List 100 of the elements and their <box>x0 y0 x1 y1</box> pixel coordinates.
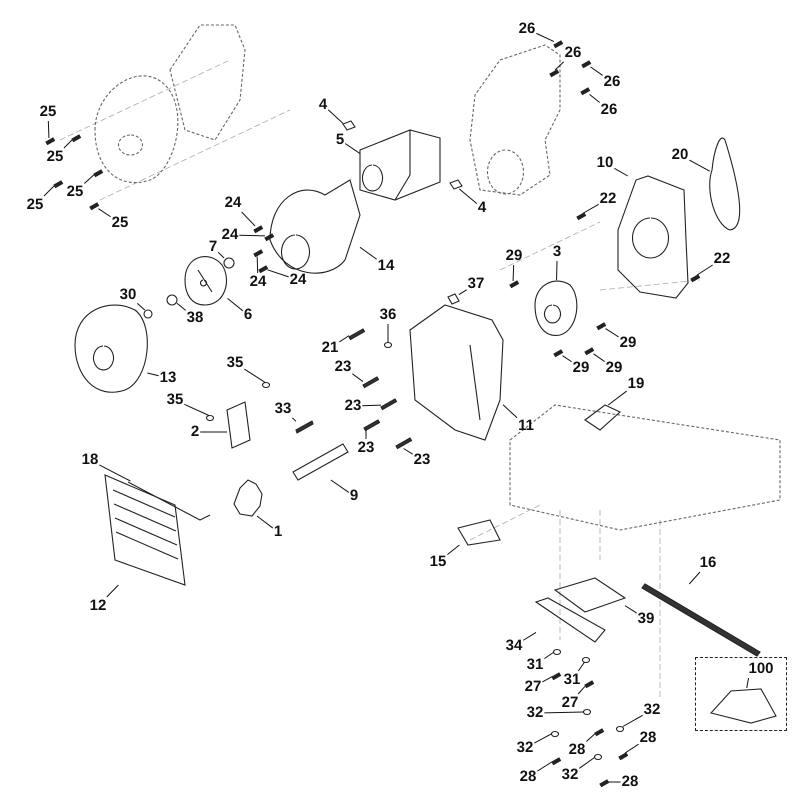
leader-line <box>589 94 600 104</box>
clip-drawing <box>457 519 501 546</box>
screw-drawing <box>509 280 520 288</box>
leader-line <box>522 632 536 641</box>
grille-drawing <box>104 474 186 586</box>
callout-number: 25 <box>26 197 44 213</box>
screw-drawing <box>596 322 606 330</box>
callout-number: 32 <box>516 740 534 756</box>
leader-line <box>184 404 210 416</box>
callout-number: 11 <box>518 418 534 434</box>
leader-line <box>176 302 186 311</box>
washer-drawing <box>594 754 602 760</box>
callout-number: 29 <box>506 248 522 264</box>
leader-line <box>136 302 146 310</box>
callout-number: 7 <box>208 239 218 255</box>
screw-drawing <box>690 274 700 282</box>
washer-drawing <box>223 257 235 269</box>
callout-number: 24 <box>222 227 238 243</box>
callout-number: 36 <box>380 307 396 323</box>
leader-line <box>218 252 224 258</box>
callout-number: 10 <box>596 155 614 171</box>
washer-drawing <box>384 342 392 348</box>
leader-line <box>586 733 596 742</box>
leader-line <box>362 404 382 406</box>
screw-drawing <box>584 680 594 688</box>
sleeve-drawing <box>342 120 356 131</box>
washer-drawing <box>582 656 590 664</box>
callout-number: 35 <box>166 392 184 408</box>
callout-number: 30 <box>120 287 136 303</box>
callout-number: 13 <box>160 370 176 386</box>
leader-line <box>227 298 244 312</box>
callout-number: 24 <box>250 274 266 290</box>
leader-line <box>502 404 518 418</box>
screw-drawing <box>599 779 610 788</box>
sheet-drawing <box>710 688 777 724</box>
callout-number: 25 <box>112 215 128 231</box>
callout-number: 23 <box>358 440 374 456</box>
pulley-drawing <box>534 280 578 336</box>
leader-line <box>238 234 266 236</box>
callout-number: 12 <box>90 598 106 614</box>
washer-drawing <box>143 309 153 319</box>
leader-line <box>608 390 628 406</box>
bolt-drawing <box>395 437 412 450</box>
washer-drawing <box>262 382 270 388</box>
screw-drawing <box>584 347 594 356</box>
callout-number: 1 <box>274 524 282 540</box>
callout-number: 29 <box>572 360 590 376</box>
leader-line <box>544 652 554 660</box>
callout-number: 26 <box>604 74 620 90</box>
callout-number: 16 <box>700 555 716 571</box>
screw-drawing <box>258 265 268 274</box>
leader-line <box>244 368 266 383</box>
callout-number: 21 <box>322 340 338 356</box>
pump-body-drawing <box>409 304 504 441</box>
leader-line <box>98 208 112 218</box>
callout-number: 5 <box>336 132 344 148</box>
plug-drawing <box>447 293 460 305</box>
bolt-drawing <box>348 328 366 340</box>
callout-number: 32 <box>526 705 544 721</box>
screw-drawing <box>580 87 590 96</box>
leader-line <box>328 109 344 124</box>
leader-line <box>458 188 478 204</box>
leader-line <box>624 744 640 754</box>
callout-number: 25 <box>46 149 64 165</box>
callout-number: 28 <box>520 769 536 785</box>
washer-drawing <box>166 294 178 306</box>
screw-drawing <box>93 169 104 178</box>
washer-drawing <box>616 726 624 732</box>
leader-line <box>688 572 700 584</box>
leader-line <box>512 264 514 282</box>
leader-line <box>536 32 554 42</box>
callout-number: 100 <box>748 661 774 677</box>
callout-number: 27 <box>562 695 578 711</box>
washer-drawing <box>206 414 214 422</box>
callout-number: 31 <box>526 657 544 673</box>
callout-number: 4 <box>478 200 486 216</box>
screw-drawing <box>53 180 64 188</box>
leader-line <box>352 373 364 382</box>
leader-line <box>624 605 638 614</box>
leader-line <box>292 417 296 422</box>
callout-number: 6 <box>244 307 252 323</box>
leader-line <box>696 264 714 276</box>
block-drawing <box>226 401 251 449</box>
callout-number: 37 <box>468 276 484 292</box>
pump-housing-drawing <box>269 179 361 274</box>
screw-drawing <box>549 69 560 78</box>
callout-number: 26 <box>564 45 582 61</box>
callout-number: 29 <box>620 335 636 351</box>
callout-number: 28 <box>568 742 586 758</box>
screw-drawing <box>253 249 264 258</box>
screw-drawing <box>618 752 628 760</box>
callout-number: 33 <box>274 401 292 417</box>
shaft-drawing <box>292 443 349 481</box>
callout-number: 26 <box>518 21 536 37</box>
screw-drawing <box>71 134 82 142</box>
callout-number: 39 <box>638 611 654 627</box>
leader-line <box>614 168 628 176</box>
callout-number: 18 <box>82 452 98 468</box>
callout-number: 28 <box>622 774 638 790</box>
disc-drawing <box>184 256 228 306</box>
